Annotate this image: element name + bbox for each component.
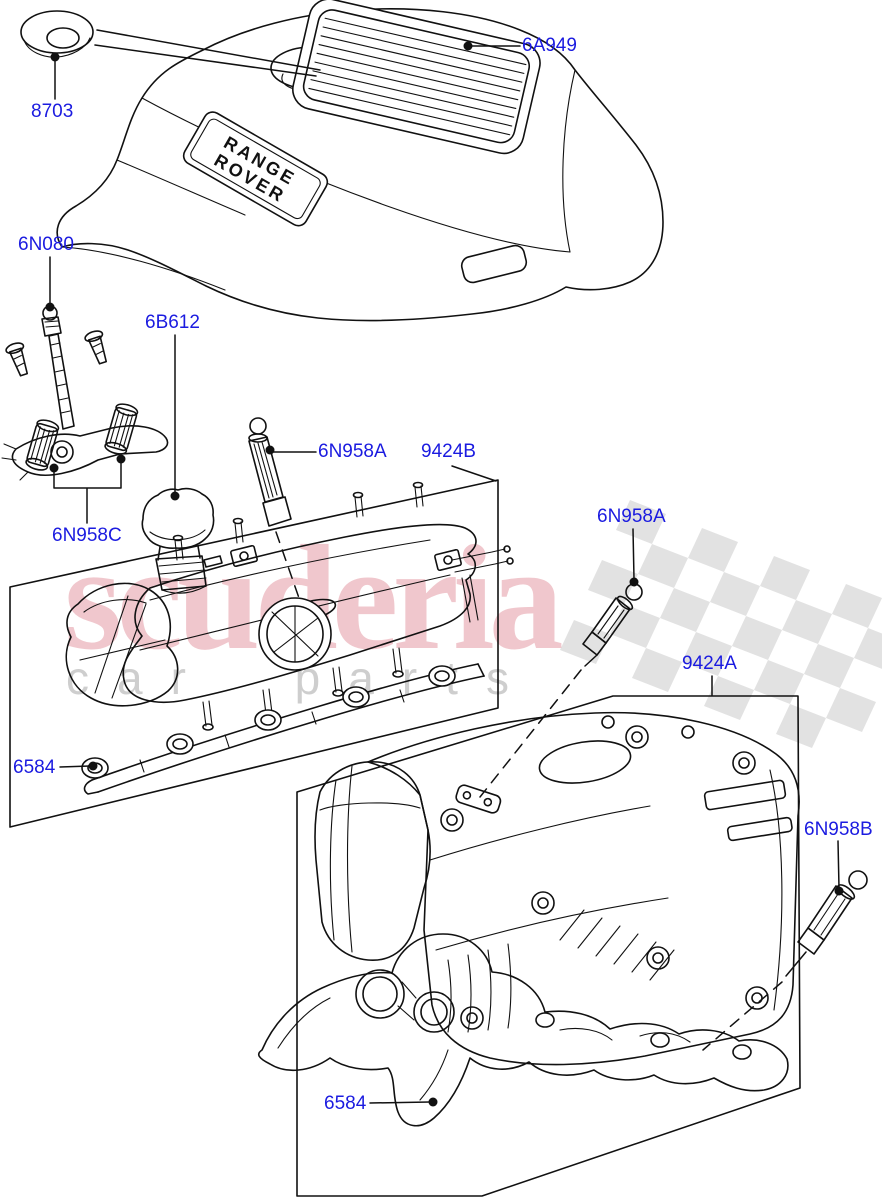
stud-lower-drawing — [702, 870, 868, 1051]
part-label-8703[interactable]: 8703 — [31, 101, 74, 122]
part-label-6584-bottom[interactable]: 6584 — [324, 1093, 367, 1114]
leader-lines — [45, 41, 844, 1107]
stud-right-drawing — [479, 583, 643, 798]
isolator-pair-drawing — [25, 403, 139, 471]
part-label-9424b[interactable]: 9424B — [421, 441, 476, 462]
valve-cover-gasket-drawing — [257, 933, 789, 1127]
engine-cover-drawing: RANGE ROVER — [56, 0, 664, 322]
part-label-6n958a-right[interactable]: 6N958A — [597, 506, 666, 527]
intake-manifold-drawing — [65, 481, 514, 731]
checkered-flag-watermark — [560, 500, 882, 748]
part-label-6n958b[interactable]: 6N958B — [804, 819, 873, 840]
callout-box-9424b — [9, 479, 499, 828]
part-label-6n958a-top[interactable]: 6N958A — [318, 441, 387, 462]
oil-filler-cap-drawing — [141, 487, 223, 594]
cover-slot — [460, 244, 528, 284]
part-label-6a949[interactable]: 6A949 — [522, 35, 577, 56]
callout-box-9424a — [296, 695, 801, 1197]
cylinder-head-drawing — [314, 711, 800, 1066]
part-label-6n080[interactable]: 6N080 — [18, 234, 74, 255]
range-rover-badge: RANGE ROVER — [182, 111, 329, 227]
grommet-drawing — [20, 10, 321, 77]
stud-top-drawing — [248, 417, 300, 599]
part-label-6n958c[interactable]: 6N958C — [52, 525, 122, 546]
part-label-6b612[interactable]: 6B612 — [145, 312, 200, 333]
cover-grille — [292, 0, 541, 155]
part-label-9424a[interactable]: 9424A — [682, 653, 737, 674]
dipstick-drawing — [1, 305, 169, 481]
part-label-6584-left[interactable]: 6584 — [13, 757, 56, 778]
